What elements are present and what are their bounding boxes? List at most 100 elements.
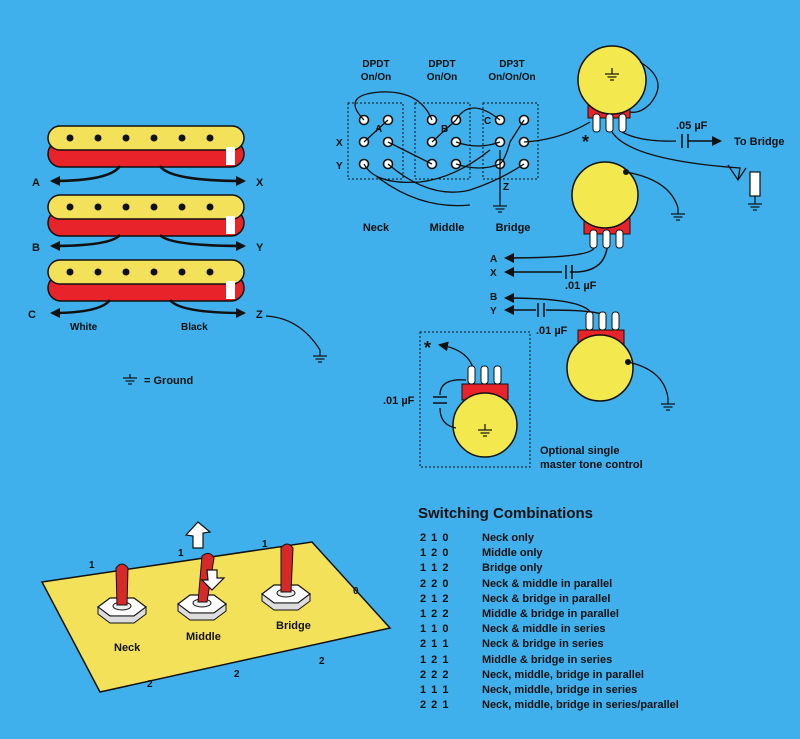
combination-row: 2 2 0 Neck & middle in parallel [420,577,680,592]
combination-description: Middle & bridge in parallel [482,607,619,620]
toggle-middle-label: Middle [186,631,221,643]
combinations-title: Switching Combinations [418,505,593,522]
label-z-left: Z [256,309,263,321]
combination-description: Middle only [482,547,543,560]
tone-1-leads [504,247,608,279]
down-arrow-icon [200,569,226,591]
output-jack-icon [748,171,762,211]
combination-description: Neck & bridge in series [482,638,604,651]
switch-neck-type: DPDT [362,59,389,70]
label-a-tone: A [490,254,497,265]
tone-pot-1 [571,161,639,249]
master-tone-pot [452,365,518,458]
asterisk-master: * [424,338,431,358]
pos-middle-1: 1 [178,548,184,559]
combination-description: Neck, middle, bridge in series/parallel [482,699,679,712]
toggle-neck-label: Neck [114,642,141,654]
optional-tone-label-2: master tone control [540,459,643,471]
pickup-leads [50,165,246,318]
combination-row: 2 1 1 Neck & bridge in series [420,637,680,652]
combination-code: 1 1 2 [420,562,450,575]
toggle-neck[interactable] [97,563,147,624]
combination-row: 2 1 2 Neck & bridge in parallel [420,592,680,607]
label-black-wire: Black [181,322,208,333]
optional-tone-outline [419,331,531,468]
label-x-tone: X [490,268,497,279]
label-z-switch: Z [503,182,509,193]
label-b-left: B [32,242,40,254]
switch-bridge-type: DP3T [499,59,525,70]
to-bridge-label: To Bridge [734,136,785,148]
asterisk-top: * [582,132,589,152]
combination-row: 1 1 0 Neck & middle in series [420,622,680,637]
switch-ground-icon [493,200,507,213]
ground-icon [313,350,327,363]
combination-code: 2 1 1 [420,638,450,651]
combination-description: Neck, middle, bridge in series [482,683,638,696]
pos-bridge-2: 2 [319,656,325,667]
switch-middle-mode: On/On [427,72,458,83]
pickup-middle [47,194,245,237]
label-a-left: A [32,177,40,189]
combination-code: 2 1 0 [420,532,450,544]
combination-code: 2 2 2 [420,668,450,681]
label-a-switch: A [375,124,382,135]
label-x-switch: X [336,138,343,149]
master-capacitor-symbol [433,396,447,404]
combinations-table: 2 1 0 Neck only 1 2 0 Middle only 1 1 2 Bridg… [420,531,680,728]
label-y-tone: Y [490,306,497,317]
pos-bridge-1: 1 [262,539,268,550]
vol-cap-label: .05 µF [676,120,708,132]
volume-pot [577,45,647,133]
combination-description: Neck & bridge in parallel [482,592,611,605]
label-c-left: C [28,309,36,321]
combination-code: 1 2 1 [420,653,450,666]
pickup-bridge [47,259,245,302]
switch-wiring [354,91,591,207]
label-x-left: X [256,177,264,189]
toggle-bridge[interactable] [261,543,311,611]
master-cap-label: .01 µF [383,395,415,407]
combination-code: 2 1 2 [420,592,450,605]
combination-row: 1 2 0 Middle only [420,546,680,561]
pos-middle-2: 2 [234,669,240,680]
z-ground-lead [265,315,321,351]
combination-row: 1 2 1 Middle & bridge in series [420,653,680,668]
combination-description: Neck & middle in series [482,623,606,636]
switch-middle-label: Middle [430,222,465,234]
combination-row: 1 1 2 Bridge only [420,561,680,576]
optional-tone-label-1: Optional single [540,445,619,457]
tone-cap-2-label: .01 µF [536,325,568,337]
label-y-switch: Y [336,161,343,172]
label-c-switch: C [484,116,491,127]
pos-neck-1: 1 [89,560,95,571]
combination-code: 1 2 0 [420,547,450,560]
tone-1-ground-icon [671,208,685,221]
switch-neck-mode: On/On [361,72,392,83]
toggle-bridge-label: Bridge [276,620,311,632]
combination-code: 1 1 0 [420,623,450,636]
combination-row: 2 2 2 Neck, middle, bridge in parallel [420,668,680,683]
switch-bridge-mode: On/On/On [488,72,535,83]
combination-description: Neck, middle, bridge in parallel [482,668,644,681]
switch-middle-type: DPDT [428,59,455,70]
switch-bridge-label: Bridge [496,222,531,234]
combination-description: Neck & middle in parallel [482,577,613,590]
tone-2-ground-icon [661,398,675,411]
pos-bridge-0: 0 [353,586,359,597]
tone-pot-2 [566,311,634,402]
label-white-wire: White [70,322,98,333]
switch-outlines [347,102,539,180]
combination-description: Neck only [482,532,534,544]
pos-neck-2: 2 [147,679,153,690]
ground-legend-icon [123,374,137,385]
combination-description: Middle & bridge in series [482,653,613,666]
combination-code: 2 2 0 [420,577,450,590]
combination-description: Bridge only [482,562,543,575]
vol-capacitor-symbol [681,134,689,148]
toggle-middle[interactable] [177,552,227,621]
label-b-tone: B [490,292,497,303]
